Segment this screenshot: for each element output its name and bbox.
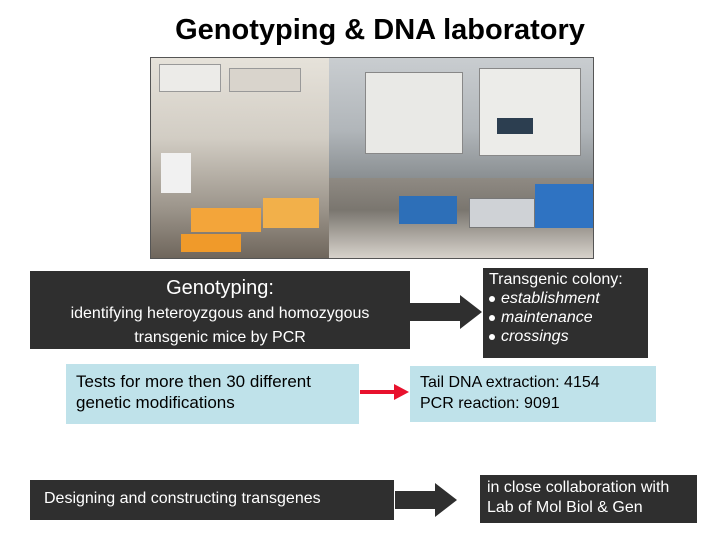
tests-box: Tests for more then 30 different genetic… xyxy=(66,364,359,424)
colony-item: maintenance xyxy=(489,308,648,327)
colony-item: establishment xyxy=(489,289,648,308)
genotyping-heading: Genotyping: xyxy=(166,277,274,299)
tests-line2: genetic modifications xyxy=(76,393,235,412)
lab-bench-photo xyxy=(151,58,329,258)
slide-title: Genotyping & DNA laboratory xyxy=(175,14,585,46)
genotyping-line1: identifying heteroyzgous and homozygous xyxy=(70,305,370,322)
stats-box: Tail DNA extraction: 4154 PCR reaction: … xyxy=(410,366,656,422)
genotyping-box: Genotyping: identifying heteroyzgous and… xyxy=(30,271,410,349)
transgenes-box: Designing and constructing transgenes xyxy=(30,480,394,520)
tests-line1: Tests for more then 30 different xyxy=(76,372,311,391)
collab-line2: Lab of Mol Biol & Gen xyxy=(487,499,643,516)
stats-line1: Tail DNA extraction: 4154 xyxy=(420,374,600,391)
arrow-right-icon xyxy=(395,483,457,517)
colony-heading: Transgenic colony: xyxy=(489,271,623,288)
red-arrow-icon xyxy=(360,384,409,400)
genotyping-line2: transgenic mice by PCR xyxy=(134,329,306,346)
arrow-right-icon xyxy=(410,295,482,329)
bullet-icon xyxy=(489,314,495,321)
collaboration-box: in close collaboration with Lab of Mol B… xyxy=(480,475,697,523)
bullet-icon xyxy=(489,295,495,302)
transgenes-text: Designing and constructing transgenes xyxy=(44,490,321,507)
lab-photo xyxy=(150,57,594,259)
stats-line2: PCR reaction: 9091 xyxy=(420,395,560,412)
electrophoresis-photo xyxy=(329,178,593,258)
colony-item: crossings xyxy=(489,327,648,346)
pcr-machines-photo xyxy=(329,58,593,178)
collab-line1: in close collaboration with xyxy=(487,479,670,496)
bullet-icon xyxy=(489,333,495,340)
transgenic-colony-box: Transgenic colony: establishment mainten… xyxy=(483,268,648,358)
